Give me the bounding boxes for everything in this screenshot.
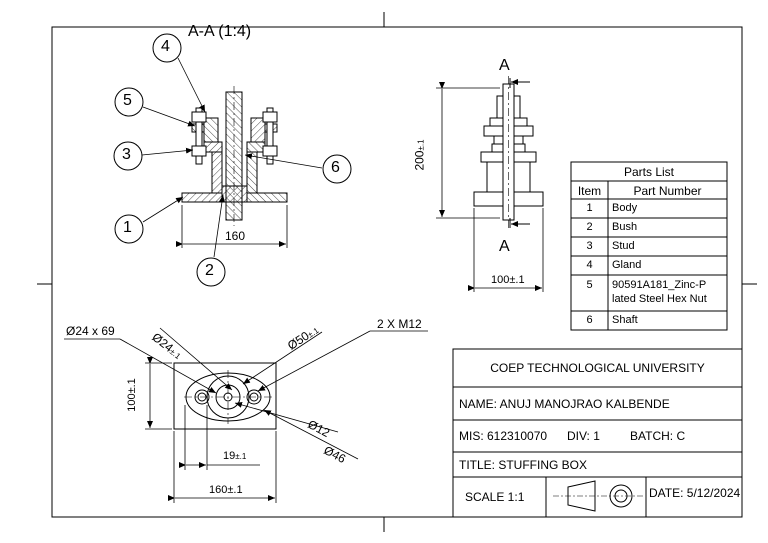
parts-list-title: Parts List: [623, 165, 674, 179]
nut-left: [191, 145, 207, 157]
balloon-3: [113, 141, 143, 171]
balloon-5-label: 5: [123, 92, 132, 109]
stud-right: [266, 107, 274, 165]
parts-row-4-item: 4: [586, 259, 593, 271]
top-view: [173, 362, 277, 430]
projection-symbol-icon: [553, 480, 643, 512]
balloon-2-label: 2: [205, 262, 214, 279]
parts-row-2-item: 2: [586, 221, 593, 233]
parts-row-5-part-line2: lated Steel Hex Nut: [612, 293, 707, 305]
dim-19-value: 19: [223, 450, 236, 462]
top-dim-160-label: 160±.1: [209, 484, 243, 496]
section-arrows: [509, 78, 530, 228]
section-mark-bottom: A: [499, 238, 510, 255]
nut-right: [262, 145, 278, 157]
side-dimensions: [436, 82, 544, 292]
balloon-6: [322, 154, 352, 184]
parts-row-6-item: 6: [586, 314, 593, 326]
parts-row-1-part: Body: [612, 202, 638, 214]
balloon-6-label: 6: [331, 159, 340, 176]
university-name: COEP TECHNOLOGICAL UNIVERSITY: [490, 361, 705, 375]
parts-header-part: Part Number: [633, 184, 702, 198]
holes-label: 2 X M12: [377, 317, 422, 331]
top-dim-100-label: 100±.1: [125, 378, 138, 412]
side-dim-100-label: 100±.1: [491, 274, 525, 286]
drawing-title: TITLE: STUFFING BOX: [459, 458, 588, 472]
balloon-1: [114, 214, 144, 244]
balloons: [113, 33, 352, 287]
parts-row-6-part: Shaft: [612, 314, 638, 326]
section-mark-top: A: [499, 57, 510, 74]
parts-row-4-part: Gland: [612, 259, 642, 271]
parts-row-5-part-line1: 90591A181_Zinc-P: [612, 279, 707, 291]
parts-row-2-part: Bush: [612, 221, 638, 233]
parts-row-1-item: 1: [586, 202, 593, 214]
parts-header-item: Item: [577, 184, 602, 198]
side-view: [473, 76, 544, 230]
side-dim-200-label: 200±.1: [413, 139, 427, 170]
side-dim-200-value: 200: [412, 150, 427, 171]
balloon-1-label: 1: [123, 219, 132, 236]
mis-number: MIS: 612310070: [459, 429, 548, 443]
balloon-5: [114, 87, 144, 117]
batch: BATCH: C: [630, 429, 686, 443]
parts-row-3-part: Stud: [612, 240, 635, 252]
sheet-border: [37, 12, 757, 532]
top-centerlines: [184, 370, 272, 424]
section-label: A-A (1:4): [188, 23, 252, 40]
balloon-leaders: [141, 57, 323, 258]
side-dim-200-tol: ±.1: [416, 139, 426, 151]
parts-row-3-item: 3: [586, 240, 593, 252]
parts-row-5-item: 5: [586, 279, 593, 291]
title-block: [452, 348, 743, 518]
balloon-2: [196, 257, 226, 287]
body-flange-right: [246, 192, 288, 203]
student-name: NAME: ANUJ MANOJRAO KALBENDE: [459, 397, 670, 411]
stud-left: [195, 107, 203, 165]
division: DIV: 1: [567, 429, 600, 443]
body-wall-left: [211, 151, 223, 194]
dim-19-tol: ±.1: [235, 452, 247, 461]
section-dim-160: [176, 205, 288, 248]
parts-list-table: [570, 161, 728, 331]
drawing-scale: SCALE 1:1: [465, 490, 525, 504]
section-view: [181, 86, 288, 226]
body-wall-right: [246, 151, 258, 194]
top-leaders: [64, 327, 428, 460]
drawing-date: DATE: 5/12/2024: [649, 486, 741, 500]
balloon-4-label: 4: [161, 38, 170, 55]
d24x69-label: Ø24 x 69: [66, 324, 115, 338]
top-dimensions: [145, 357, 277, 503]
top-dim-19-label: 19±.1: [223, 450, 246, 462]
balloon-3-label: 3: [122, 146, 131, 163]
balloon-4: [152, 33, 182, 63]
body-flange-left: [181, 192, 223, 203]
section-dim-160-label: 160: [225, 229, 246, 243]
